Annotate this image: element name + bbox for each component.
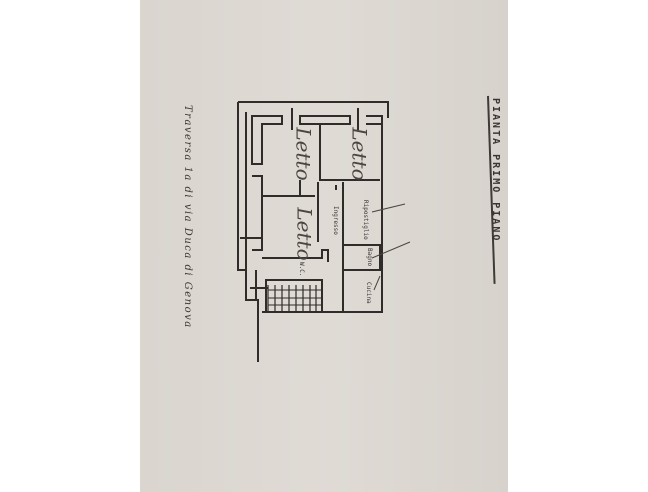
room-label-small-room: Bagno (366, 248, 373, 267)
room-label-kitchen: Cucina (365, 282, 372, 304)
plan-title: PIANTA PRIMO PIANO (490, 98, 501, 243)
street-label: Traversa 1a di via Duca di Genova (182, 105, 193, 329)
room-label-corridor: Ingresso (332, 206, 339, 235)
room-label-bedroom-3: Letto (292, 207, 317, 261)
scanned-paper-sheet (140, 0, 508, 492)
room-label-bedroom-2: Letto (347, 127, 372, 181)
room-label-wc: W.C. (298, 262, 305, 277)
room-label-bedroom-1: Letto (291, 127, 316, 181)
room-label-storage: Ripostiglio (362, 200, 369, 240)
